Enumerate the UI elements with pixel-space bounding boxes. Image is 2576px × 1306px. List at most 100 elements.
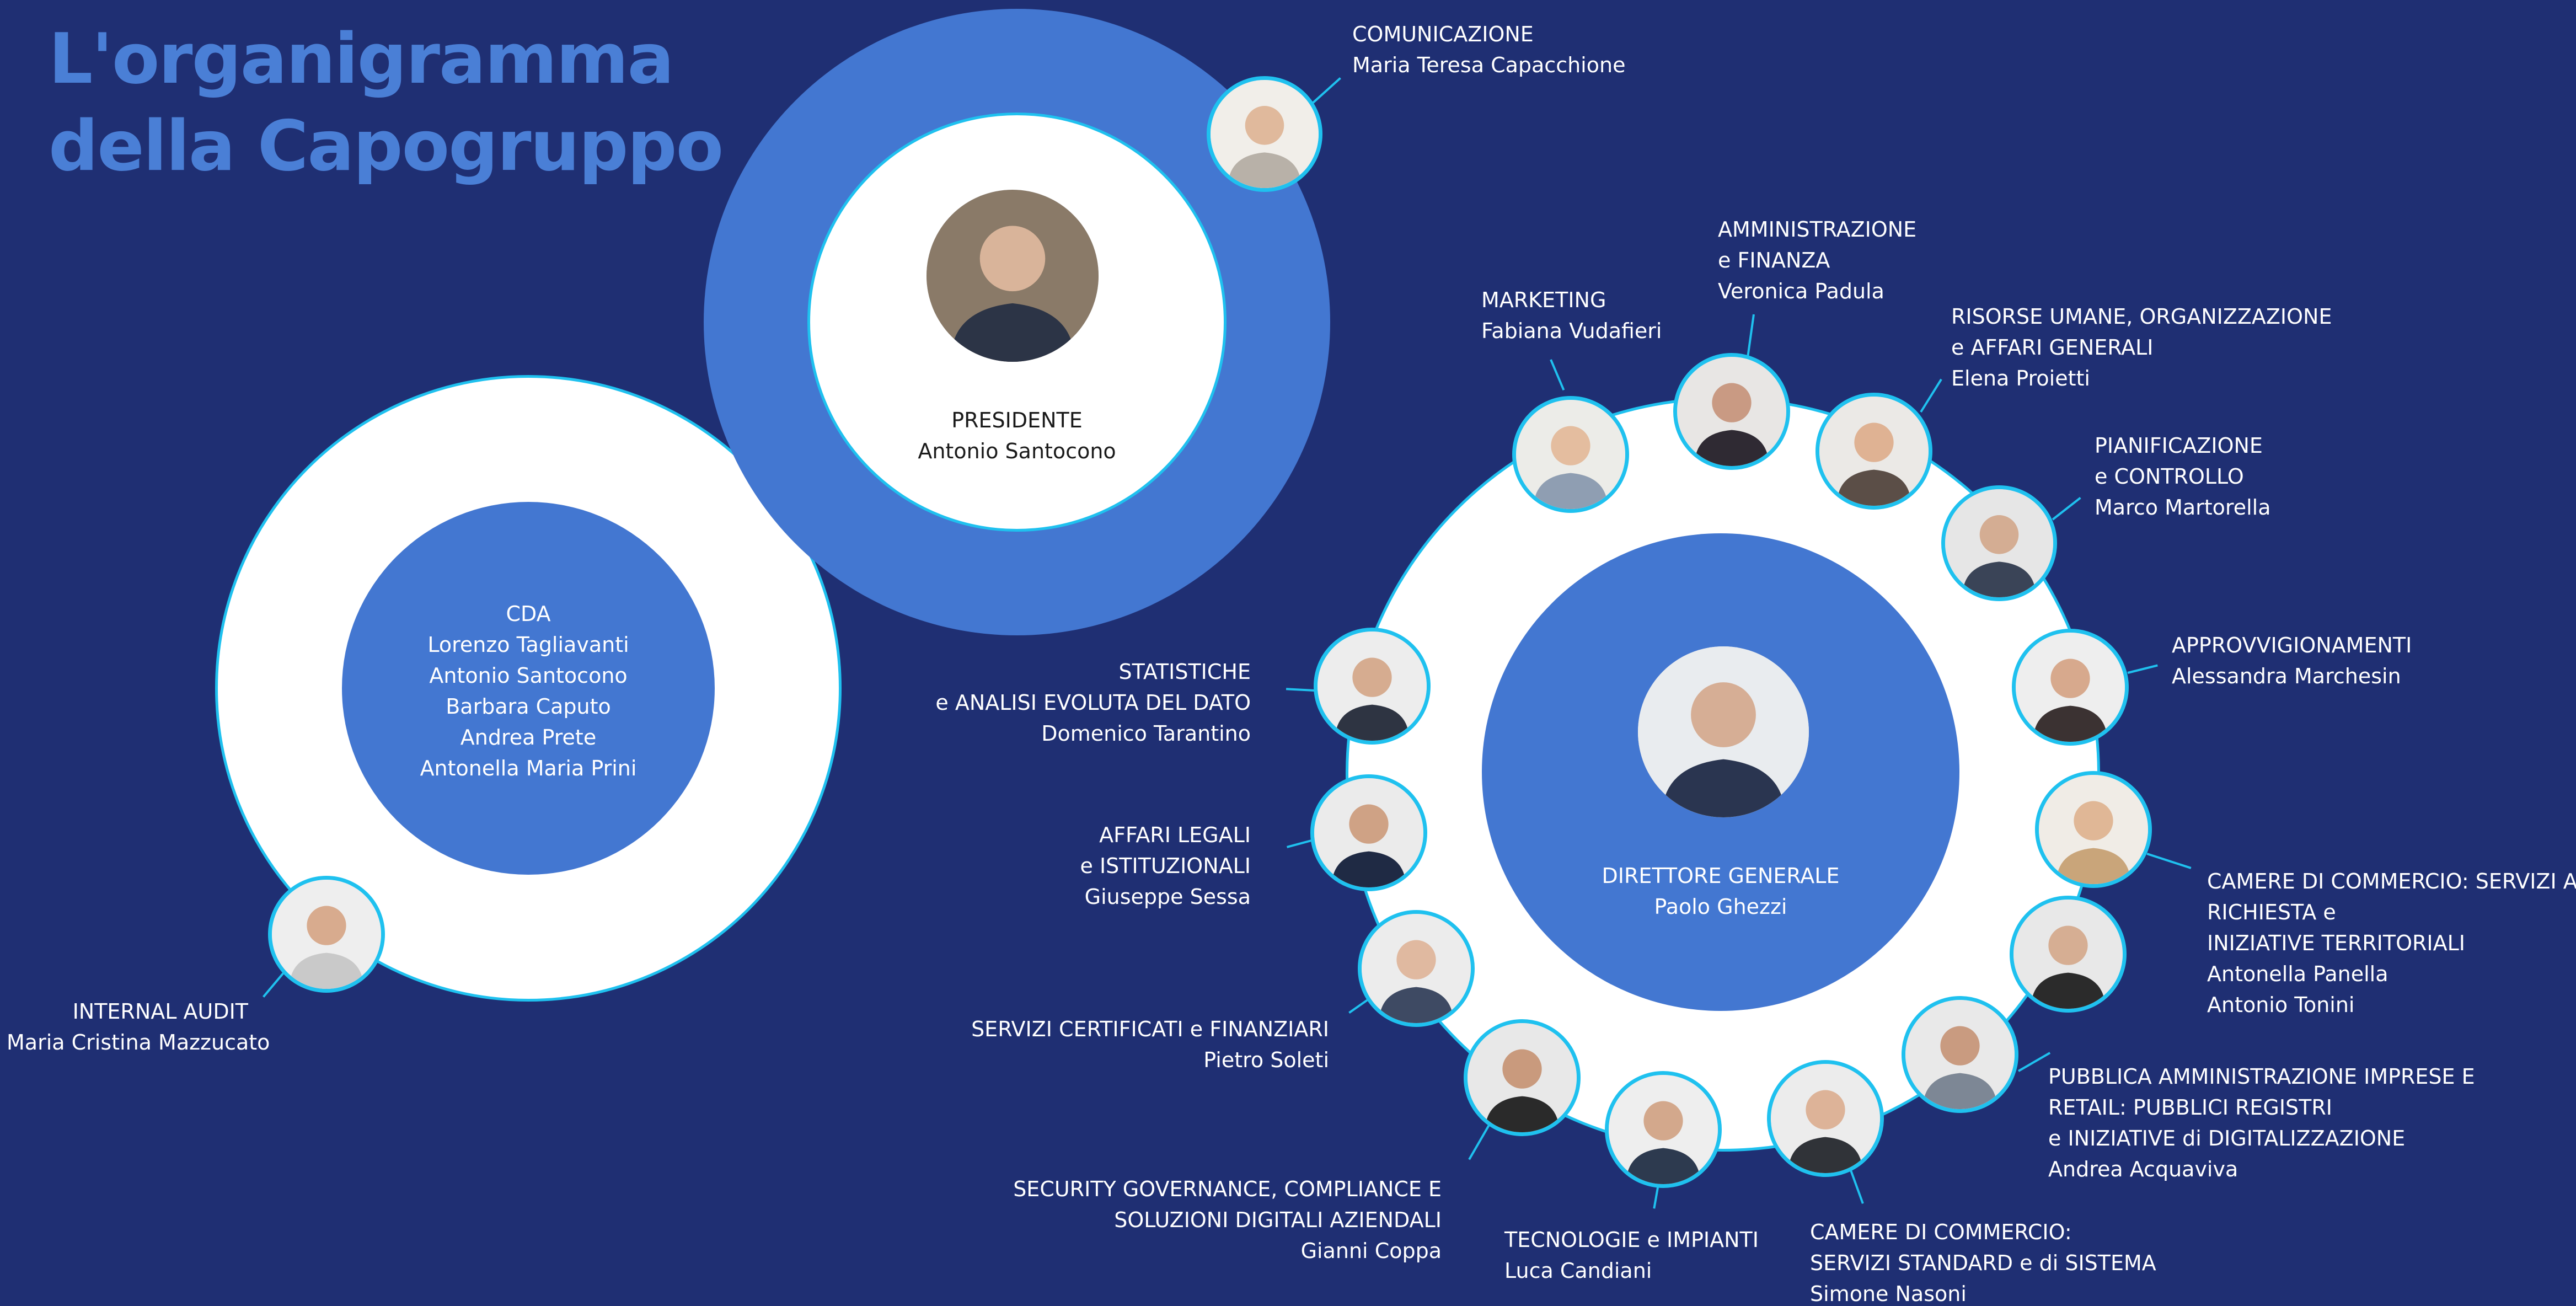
portrait-male-icon bbox=[1318, 631, 1427, 741]
camere-standard-role: CAMERE DI COMMERCIO: bbox=[1810, 1220, 2072, 1244]
amministrazione-photo bbox=[1673, 353, 1790, 470]
internal-audit-name: Maria Cristina Mazzucato bbox=[7, 1030, 270, 1055]
camere-standard-name: Simone Nasoni bbox=[1810, 1282, 1967, 1306]
cda-member: Lorenzo Tagliavanti bbox=[427, 633, 629, 657]
internal-audit-label: INTERNAL AUDIT Maria Cristina Mazzucato bbox=[7, 996, 270, 1058]
connector-security bbox=[1468, 1125, 1490, 1160]
comunicazione-role: COMUNICAZIONE bbox=[1352, 22, 1534, 46]
affari-legali-role: AFFARI LEGALI bbox=[1099, 823, 1251, 847]
servizi-certificati-name: Pietro Soleti bbox=[1203, 1048, 1329, 1072]
connector-pubblica-amministrazione bbox=[2018, 1052, 2051, 1072]
tecnologie-photo bbox=[1605, 1071, 1722, 1188]
pianificazione-name: Marco Martorella bbox=[2095, 495, 2271, 520]
amministrazione-role: AMMINISTRAZIONE bbox=[1718, 217, 1917, 242]
cda-member: Antonella Maria Prini bbox=[420, 756, 637, 780]
cda-member: Andrea Prete bbox=[460, 725, 597, 750]
portrait-female-icon bbox=[2016, 633, 2125, 742]
connector-camere-standard bbox=[1850, 1170, 1864, 1204]
pianificazione-role-2: e CONTROLLO bbox=[2095, 464, 2244, 489]
portrait-female-icon bbox=[272, 880, 381, 989]
page-title-line-1: L'organigramma bbox=[49, 18, 674, 99]
internal-audit-photo bbox=[268, 876, 385, 993]
portrait-male-icon bbox=[1314, 778, 1423, 887]
direttore-name: Paolo Ghezzi bbox=[1654, 895, 1787, 919]
presidente-label: PRESIDENTE Antonio Santocono bbox=[851, 405, 1182, 467]
presidente-role: PRESIDENTE bbox=[951, 408, 1083, 432]
security-name: Gianni Coppa bbox=[1300, 1239, 1442, 1263]
portrait-female-icon bbox=[1677, 357, 1786, 466]
pubblica-amministrazione-role-3: e INIZIATIVE di DIGITALIZZAZIONE bbox=[2048, 1126, 2406, 1150]
camere-richiesta-photo-2 bbox=[2010, 896, 2127, 1013]
cda-label: CDA Lorenzo Tagliavanti Antonio Santocon… bbox=[363, 598, 694, 784]
security-photo bbox=[1464, 1019, 1581, 1136]
camere-richiesta-role-2: RICHIESTA e bbox=[2207, 900, 2336, 924]
security-label: SECURITY GOVERNANCE, COMPLIANCE E SOLUZI… bbox=[998, 1174, 1442, 1266]
direttore-role: DIRETTORE GENERALE bbox=[1602, 864, 1840, 888]
marketing-label: MARKETING Fabiana Vudafieri bbox=[1481, 285, 1662, 346]
connector-statistiche bbox=[1286, 688, 1315, 692]
statistiche-name: Domenico Tarantino bbox=[1041, 721, 1251, 746]
pianificazione-label: PIANIFICAZIONE e CONTROLLO Marco Martore… bbox=[2095, 430, 2271, 523]
statistiche-role-2: e ANALISI EVOLUTA DEL DATO bbox=[935, 691, 1251, 715]
camere-richiesta-name-2: Antonio Tonini bbox=[2207, 993, 2355, 1017]
marketing-role: MARKETING bbox=[1481, 288, 1606, 312]
tecnologie-name: Luca Candiani bbox=[1504, 1259, 1652, 1283]
pianificazione-photo bbox=[1941, 485, 2057, 601]
servizi-certificati-role: SERVIZI CERTIFICATI e FINANZIARI bbox=[971, 1017, 1329, 1041]
direttore-photo bbox=[1638, 646, 1809, 817]
direttore-label: DIRETTORE GENERALE Paolo Ghezzi bbox=[1555, 860, 1886, 922]
camere-richiesta-name-1: Antonella Panella bbox=[2207, 962, 2388, 986]
portrait-male-icon bbox=[1771, 1064, 1880, 1173]
cda-role: CDA bbox=[506, 602, 551, 626]
security-role-2: SOLUZIONI DIGITALI AZIENDALI bbox=[1114, 1208, 1442, 1232]
amministrazione-name: Veronica Padula bbox=[1718, 279, 1884, 303]
risorse-umane-role-2: e AFFARI GENERALI bbox=[1951, 335, 2154, 360]
connector-camere-richiesta bbox=[2146, 853, 2192, 869]
comunicazione-photo bbox=[1207, 76, 1322, 192]
amministrazione-role-2: e FINANZA bbox=[1718, 248, 1830, 272]
approvvigionamenti-name: Alessandra Marchesin bbox=[2172, 664, 2401, 688]
portrait-male-icon bbox=[1638, 646, 1809, 817]
page-title-line-2: della Capogruppo bbox=[49, 105, 724, 186]
camere-richiesta-role: CAMERE DI COMMERCIO: SERVIZI A bbox=[2207, 869, 2576, 893]
portrait-female-icon bbox=[2039, 775, 2148, 884]
marketing-name: Fabiana Vudafieri bbox=[1481, 319, 1662, 343]
camere-richiesta-role-3: INIZIATIVE TERRITORIALI bbox=[2207, 931, 2465, 955]
portrait-female-icon bbox=[1516, 400, 1625, 509]
affari-legali-name: Giuseppe Sessa bbox=[1084, 885, 1251, 909]
portrait-female-icon bbox=[1819, 397, 1929, 506]
affari-legali-role-2: e ISTITUZIONALI bbox=[1080, 854, 1251, 878]
camere-standard-role-2: SERVIZI STANDARD e di SISTEMA bbox=[1810, 1251, 2156, 1275]
risorse-umane-role: RISORSE UMANE, ORGANIZZAZIONE bbox=[1951, 304, 2332, 329]
connector-comunicazione bbox=[1311, 77, 1341, 104]
camere-richiesta-label: CAMERE DI COMMERCIO: SERVIZI A RICHIESTA… bbox=[2207, 866, 2576, 1020]
comunicazione-label: COMUNICAZIONE Maria Teresa Capacchione bbox=[1352, 19, 1625, 81]
portrait-male-icon bbox=[1609, 1075, 1718, 1184]
tecnologie-role: TECNOLOGIE e IMPIANTI bbox=[1504, 1228, 1759, 1252]
statistiche-label: STATISTICHE e ANALISI EVOLUTA DEL DATO D… bbox=[919, 656, 1251, 749]
pubblica-amministrazione-photo bbox=[1902, 996, 2018, 1113]
approvvigionamenti-photo bbox=[2012, 629, 2129, 746]
comunicazione-name: Maria Teresa Capacchione bbox=[1352, 53, 1626, 77]
amministrazione-label: AMMINISTRAZIONE e FINANZA Veronica Padul… bbox=[1718, 214, 1916, 307]
portrait-male-icon bbox=[1468, 1023, 1577, 1132]
camere-richiesta-photo-1 bbox=[2035, 771, 2152, 888]
camere-standard-photo bbox=[1767, 1060, 1884, 1177]
connector-risorse-umane bbox=[1920, 378, 1942, 413]
pubblica-amministrazione-role-2: RETAIL: PUBBLICI REGISTRI bbox=[2048, 1095, 2333, 1120]
connector-approvvigionamenti bbox=[2127, 664, 2158, 674]
statistiche-photo bbox=[1314, 628, 1431, 745]
statistiche-role: STATISTICHE bbox=[1118, 660, 1251, 684]
presidente-photo bbox=[926, 190, 1099, 362]
marketing-photo bbox=[1512, 396, 1629, 513]
portrait-male-icon bbox=[926, 190, 1099, 362]
portrait-female-icon bbox=[1211, 80, 1319, 188]
cda-member: Barbara Caputo bbox=[446, 694, 611, 719]
connector-marketing bbox=[1550, 359, 1565, 391]
pubblica-amministrazione-role: PUBBLICA AMMINISTRAZIONE IMPRESE E bbox=[2048, 1064, 2475, 1089]
cda-inner-circle bbox=[342, 502, 715, 875]
affari-legali-label: AFFARI LEGALI e ISTITUZIONALI Giuseppe S… bbox=[976, 820, 1251, 912]
portrait-male-icon bbox=[1945, 489, 2053, 597]
cda-member: Antonio Santocono bbox=[429, 663, 628, 688]
